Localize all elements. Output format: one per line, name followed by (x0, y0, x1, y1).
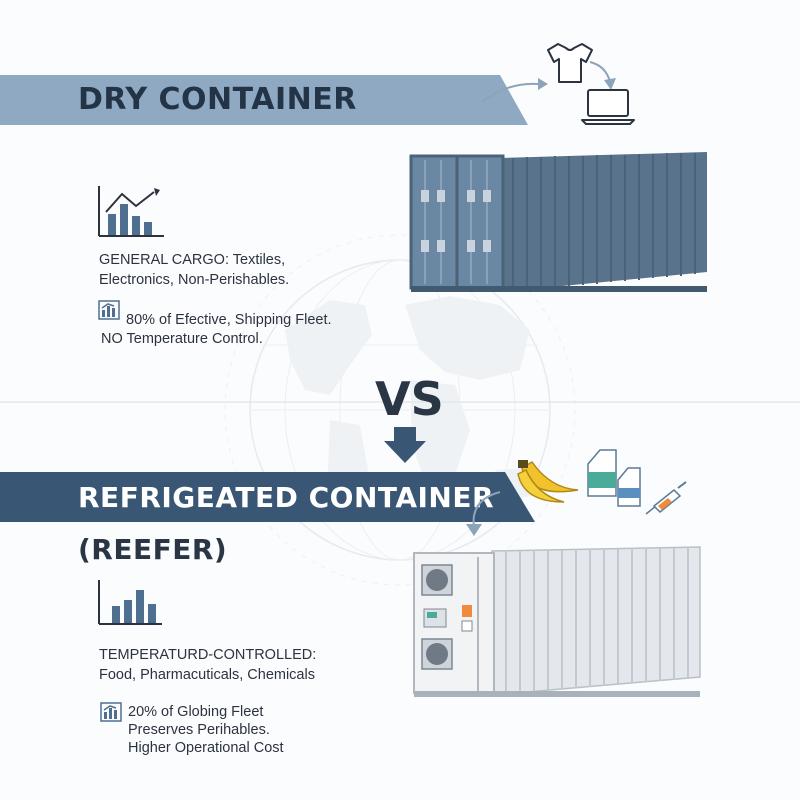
reefer-share-line-2: Preserves Perihables. (128, 722, 270, 738)
dry-cargo-line-1: GENERAL CARGO: Textiles, (99, 252, 286, 268)
dry-share-line-1: 80% of Efective, Shipping Fleet. (126, 312, 332, 328)
down-arrow-icon (384, 427, 426, 463)
reefer-share-line-3: Higher Operational Cost (128, 740, 284, 756)
laptop-icon (581, 89, 635, 125)
reefer-title-line-2: (REEFER) (78, 533, 228, 566)
milk-carton-icon (587, 449, 641, 507)
reefer-cargo-icons (466, 449, 687, 536)
reefer-title-line-1: REFRIGEATED CONTAINER (78, 481, 495, 514)
reefer-cargo-line-2: Food, Pharmacuticals, Chemicals (99, 667, 315, 683)
dry-share-line-2: NO Temperature Control. (101, 331, 263, 347)
reefer-cargo-line-1: TEMPERATURD-CONTROLLED: (99, 647, 317, 663)
small-chart-icon (98, 300, 120, 320)
dry-container-image (409, 152, 707, 292)
reefer-container-image (413, 546, 701, 697)
small-chart-icon (100, 702, 122, 722)
reefer-banner (0, 472, 535, 522)
banana-icon (517, 460, 579, 503)
vs-label: VS (375, 372, 444, 426)
dry-banner (0, 75, 528, 125)
dry-cargo-line-2: Electronics, Non-Perishables. (99, 272, 290, 288)
dry-chart-icon (98, 186, 164, 237)
syringe-icon (645, 481, 687, 515)
dry-title: DRY CONTAINER (78, 82, 357, 117)
t-shirt-icon (547, 43, 593, 83)
dry-cargo-icons (481, 43, 635, 125)
reefer-share-line-1: 20% of Globing Fleet (128, 704, 264, 720)
reefer-chart-icon (98, 580, 162, 625)
